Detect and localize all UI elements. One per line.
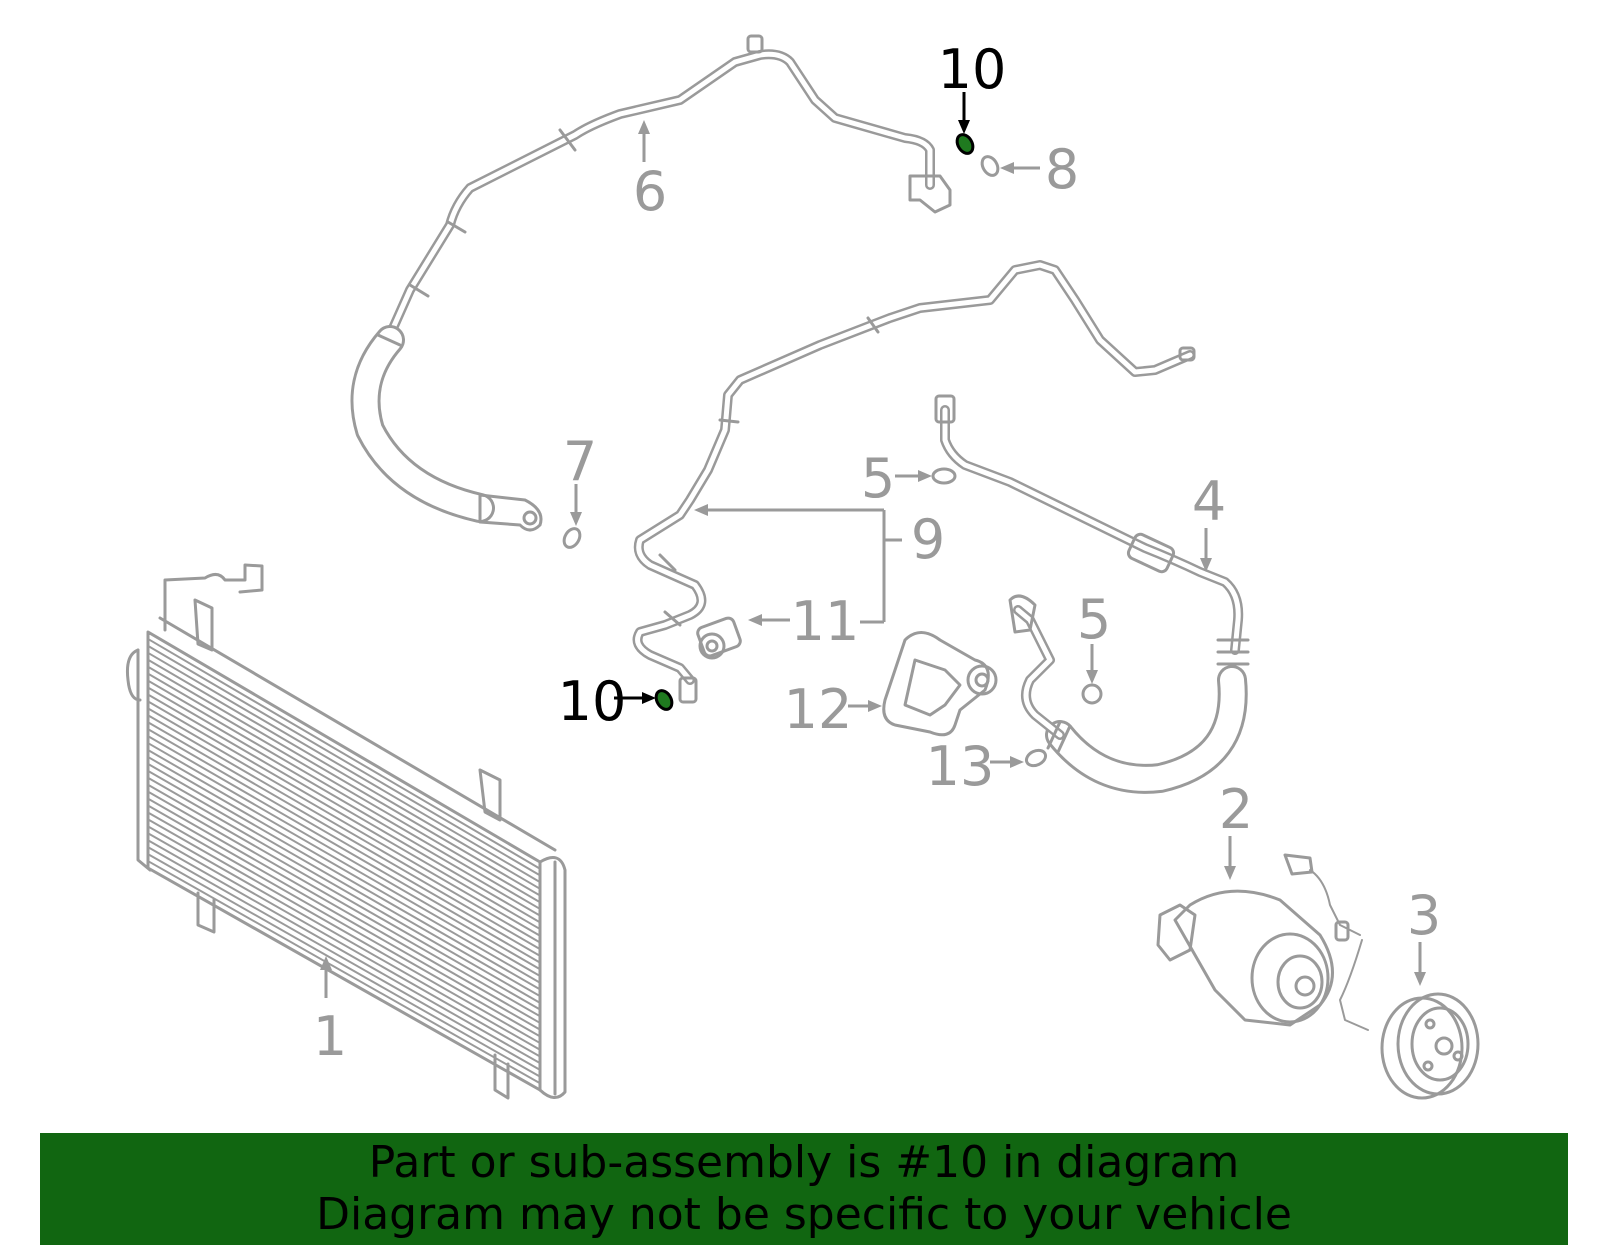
callout-8: 8 — [1045, 138, 1079, 201]
condenser-fin — [147, 860, 541, 1085]
part-5-o-ring-lower — [1081, 683, 1103, 705]
condenser-fin — [147, 700, 541, 930]
condenser-fin — [147, 735, 541, 964]
arrow-6 — [638, 120, 650, 134]
callout-7: 7 — [563, 430, 597, 493]
condenser-fin — [147, 728, 541, 957]
condenser-fin — [147, 839, 541, 1065]
condenser-fin — [147, 638, 541, 870]
condenser-fin — [147, 742, 541, 971]
condenser-fin — [147, 686, 541, 917]
part-6-hose — [350, 34, 952, 532]
arrow-3 — [1414, 972, 1426, 986]
arrow-2 — [1224, 866, 1236, 880]
condenser-fin — [147, 749, 541, 977]
condenser-fin — [147, 846, 541, 1071]
callout-5-upper: 5 — [861, 447, 895, 510]
arrow-1 — [320, 956, 332, 970]
arrow-12 — [868, 700, 882, 712]
callout-4: 4 — [1192, 470, 1226, 533]
part-3-clutch — [1380, 992, 1480, 1100]
part-5-o-ring-upper — [931, 467, 957, 485]
banner-line-2: Diagram may not be specific to your vehi… — [316, 1189, 1292, 1240]
part-10-o-ring-lower — [654, 689, 674, 711]
callout-2: 2 — [1219, 778, 1253, 841]
part-7-o-ring — [562, 527, 582, 549]
condenser-fin — [147, 658, 541, 890]
callout-10-lower: 10 — [558, 670, 627, 733]
part-10-o-ring-upper — [955, 133, 975, 155]
arrow-4 — [1200, 558, 1212, 572]
condenser-fin — [147, 693, 541, 924]
condenser-fin — [147, 790, 541, 1018]
part-2-compressor — [1156, 853, 1369, 1031]
part-12-bracket — [882, 631, 998, 737]
banner-line-1: Part or sub-assembly is #10 in diagram — [368, 1137, 1240, 1188]
arrow-11 — [748, 614, 762, 626]
callout-10-upper: 10 — [938, 38, 1007, 101]
condenser-fin — [147, 797, 541, 1024]
callout-6: 6 — [633, 160, 667, 223]
condenser-fin — [147, 721, 541, 951]
arrow-13 — [1010, 756, 1024, 768]
condenser-fin — [147, 714, 541, 944]
condenser-fin — [147, 825, 541, 1051]
part-9-liquid-line — [632, 260, 1196, 704]
condenser-fin — [147, 783, 541, 1011]
condenser-fin — [147, 645, 541, 877]
part-1-condenser — [126, 563, 567, 1100]
condenser-fins — [147, 638, 541, 1085]
callout-1: 1 — [313, 1005, 347, 1068]
arrow-7 — [570, 512, 582, 526]
part-4-suction-hose — [934, 394, 1250, 794]
arrow-9 — [694, 504, 708, 516]
condenser-fin — [147, 776, 541, 1004]
callout-13: 13 — [926, 735, 995, 798]
condenser-fin — [147, 707, 541, 937]
condenser-fin — [147, 756, 541, 984]
arrow-5-lower — [1086, 670, 1098, 684]
callout-11: 11 — [791, 590, 860, 653]
condenser-fin — [147, 818, 541, 1044]
condenser-fin — [147, 769, 541, 997]
arrow-5-upper — [918, 470, 932, 482]
condenser-fin — [147, 651, 541, 883]
callout-3: 3 — [1407, 884, 1441, 947]
part-11-pressure-switch — [696, 616, 742, 660]
condenser-fin — [147, 763, 541, 991]
arrow-8 — [1000, 162, 1014, 174]
callout-9: 9 — [911, 508, 945, 571]
condenser-fin — [147, 804, 541, 1031]
callout-5-lower: 5 — [1077, 588, 1111, 651]
condenser-fin — [147, 853, 541, 1078]
condenser-fin — [147, 672, 541, 904]
part-13-o-ring — [1024, 748, 1048, 768]
callout-12: 12 — [784, 678, 853, 741]
condenser-fin — [147, 832, 541, 1058]
arrow-10-lower — [642, 692, 656, 704]
condenser-fin — [147, 665, 541, 897]
arrow-10-upper — [958, 120, 970, 134]
condenser-fin — [147, 679, 541, 910]
info-banner: Part or sub-assembly is #10 in diagram D… — [40, 1133, 1568, 1245]
condenser-fin — [147, 811, 541, 1038]
part-8-o-ring — [980, 155, 1000, 177]
